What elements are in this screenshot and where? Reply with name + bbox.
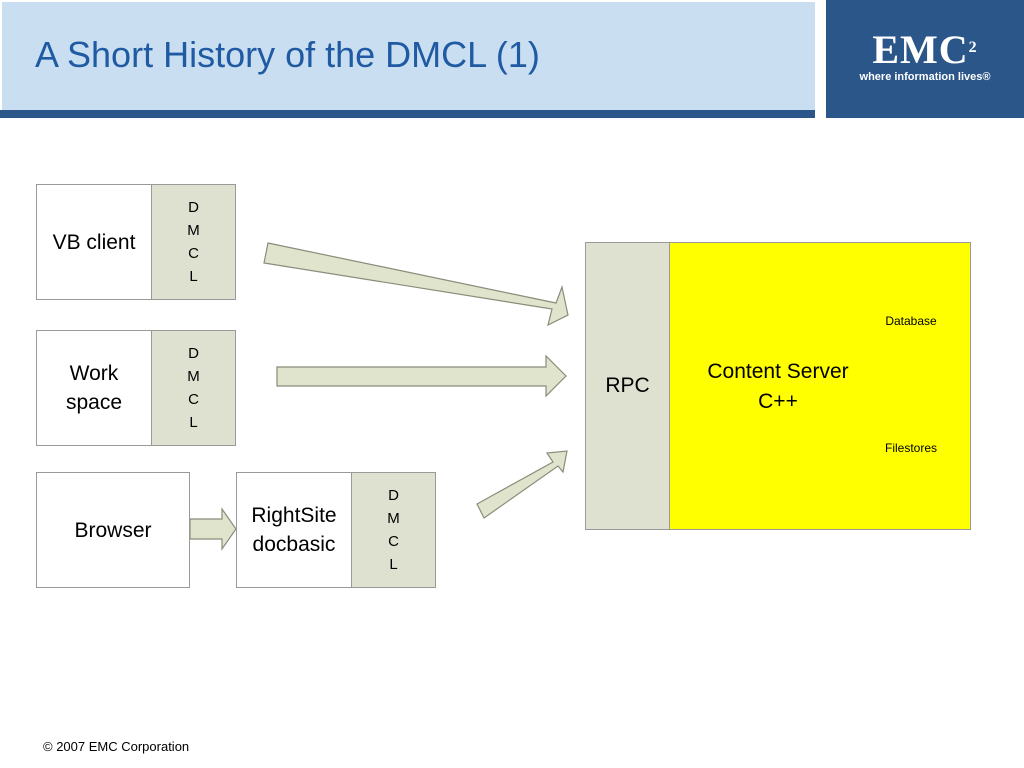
dmcl-letter: C	[188, 391, 199, 408]
workspace-label-line: space	[65, 391, 123, 414]
dmcl-letter: L	[189, 414, 198, 431]
workspace-dmcl-box: D M C L	[151, 330, 236, 446]
header-band	[0, 0, 815, 110]
content-server-label-line: Content Server	[707, 360, 849, 383]
content-server-label-line: C++	[758, 390, 798, 413]
browser-box: Browser	[36, 472, 190, 588]
rightsite-dmcl-box: D M C L	[351, 472, 436, 588]
arrow-workspace-to-rpc	[276, 354, 567, 398]
logo-tagline: where information lives®	[859, 71, 991, 83]
rightsite-box: RightSite docbasic	[236, 472, 352, 588]
slide-title: A Short History of the DMCL (1)	[35, 34, 540, 75]
arrow-vbclient-to-rpc	[263, 242, 569, 327]
database-label: Database	[885, 314, 937, 328]
rpc-label: RPC	[605, 374, 650, 397]
rightsite-label-line: RightSite	[251, 504, 337, 527]
copyright-footer: © 2007 EMC Corporation	[43, 739, 190, 754]
arrow-browser-to-rightsite	[189, 507, 237, 551]
workspace-box: Work space	[36, 330, 152, 446]
content-server-box	[669, 242, 971, 530]
dmcl-letter: L	[189, 268, 198, 285]
filestores-label: Filestores	[884, 441, 937, 455]
dmcl-letter: D	[188, 345, 199, 362]
rpc-box: RPC	[585, 242, 670, 530]
dmcl-letter: M	[387, 510, 400, 527]
dmcl-letter: M	[187, 222, 200, 239]
logo-wordmark: EMC	[872, 27, 969, 72]
vb-client-box: VB client	[36, 184, 152, 300]
dmcl-letter: D	[188, 199, 199, 216]
logo-superscript: 2	[968, 39, 978, 56]
dmcl-letter: C	[388, 533, 399, 550]
dmcl-letter: M	[187, 368, 200, 385]
header-divider	[0, 110, 815, 118]
browser-label: Browser	[74, 518, 152, 542]
workspace-label-line: Work	[69, 362, 119, 385]
dmcl-letter: C	[188, 245, 199, 262]
rightsite-label-line: docbasic	[252, 533, 336, 556]
emc-logo: EMC2 where information lives®	[826, 0, 1024, 118]
dmcl-letter: L	[389, 556, 398, 573]
vb-client-label: VB client	[52, 230, 136, 254]
arrow-rightsite-to-rpc	[476, 450, 568, 519]
dmcl-letter: D	[388, 487, 399, 504]
vb-client-dmcl-box: D M C L	[151, 184, 236, 300]
content-server-label: Content Server C++	[688, 357, 868, 417]
